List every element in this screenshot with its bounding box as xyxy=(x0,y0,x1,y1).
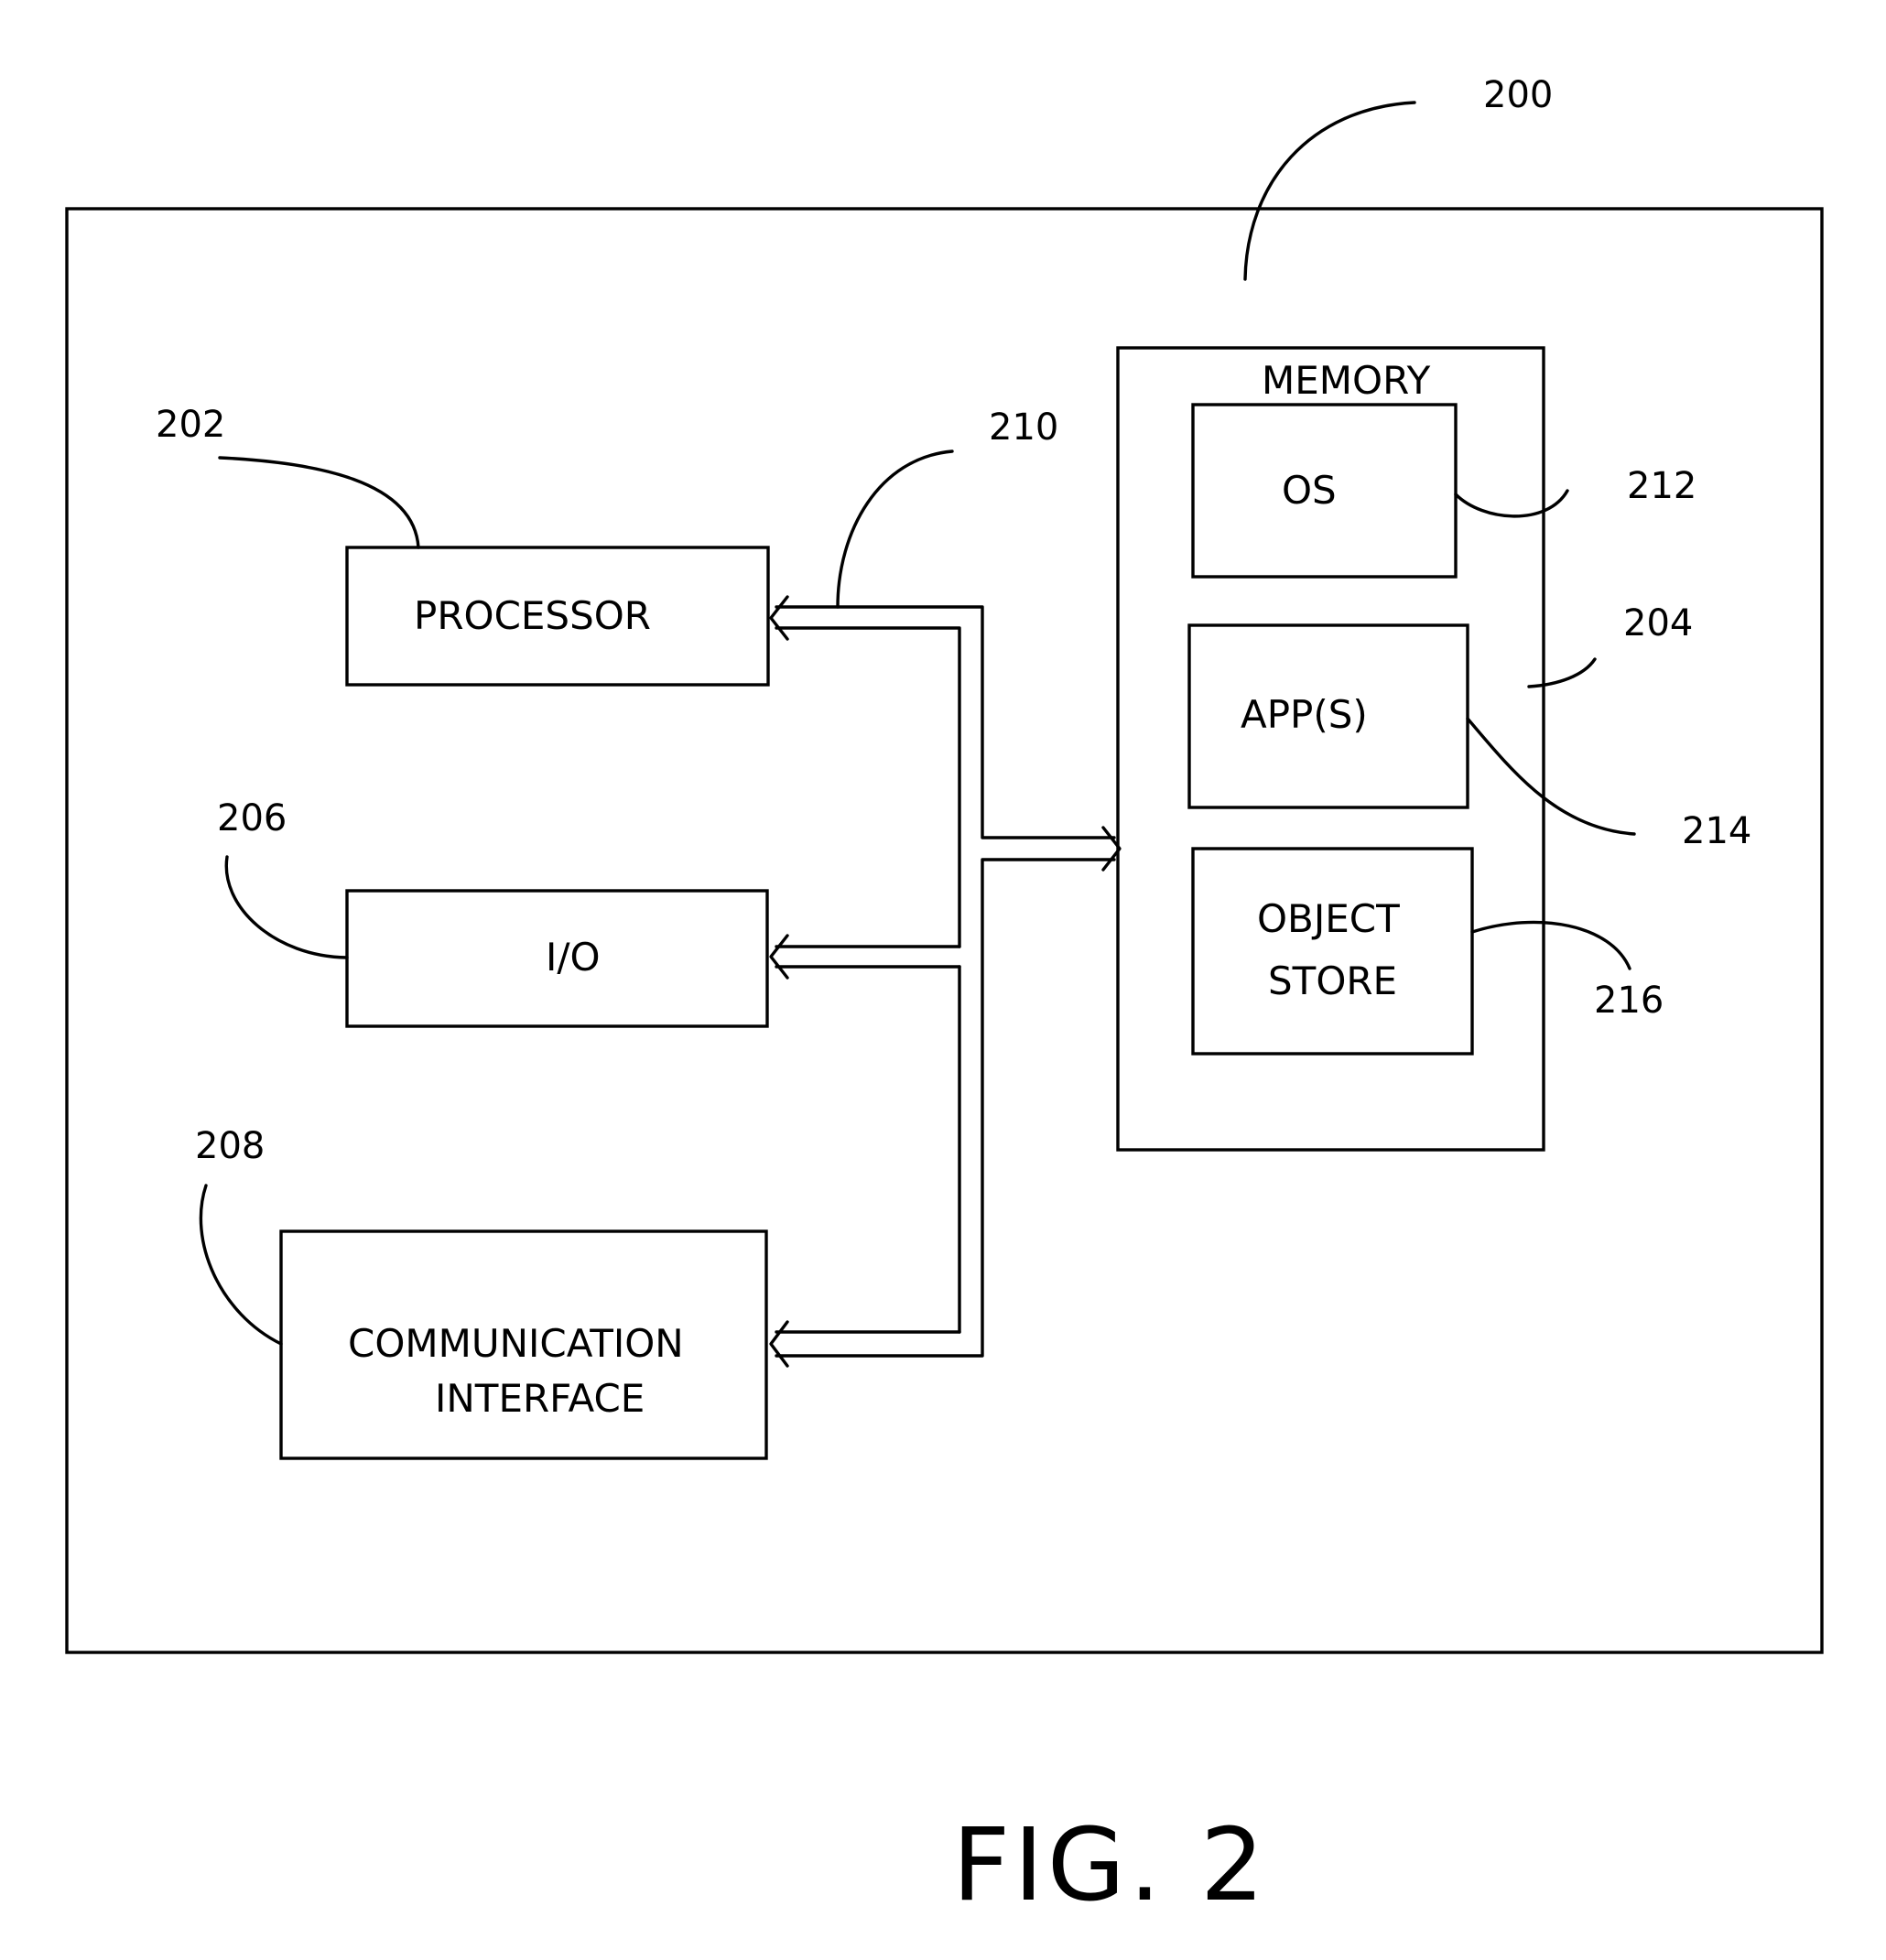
ref-202: 202 xyxy=(156,404,225,446)
comm-label-line2: INTERFACE xyxy=(435,1376,645,1421)
apps-label: APP(S) xyxy=(1241,692,1368,737)
os-label: OS xyxy=(1282,468,1337,513)
ref-212: 212 xyxy=(1627,465,1696,507)
ref-208: 208 xyxy=(195,1125,265,1167)
object-store-block xyxy=(1193,849,1472,1054)
ref-214: 214 xyxy=(1682,810,1751,852)
ref-204: 204 xyxy=(1623,602,1693,644)
comm-label-line1: COMMUNICATION xyxy=(348,1321,684,1366)
io-label: I/O xyxy=(546,935,601,980)
ref-216: 216 xyxy=(1594,980,1664,1022)
memory-label: MEMORY xyxy=(1262,358,1431,403)
ref-210: 210 xyxy=(989,406,1058,449)
ref-206: 206 xyxy=(217,797,287,839)
object-store-label-line1: OBJECT xyxy=(1257,896,1400,941)
ref-200: 200 xyxy=(1483,74,1553,116)
figure-caption: FIG. 2 xyxy=(952,1806,1268,1923)
object-store-label-line2: STORE xyxy=(1268,958,1397,1003)
processor-label: PROCESSOR xyxy=(414,593,651,638)
